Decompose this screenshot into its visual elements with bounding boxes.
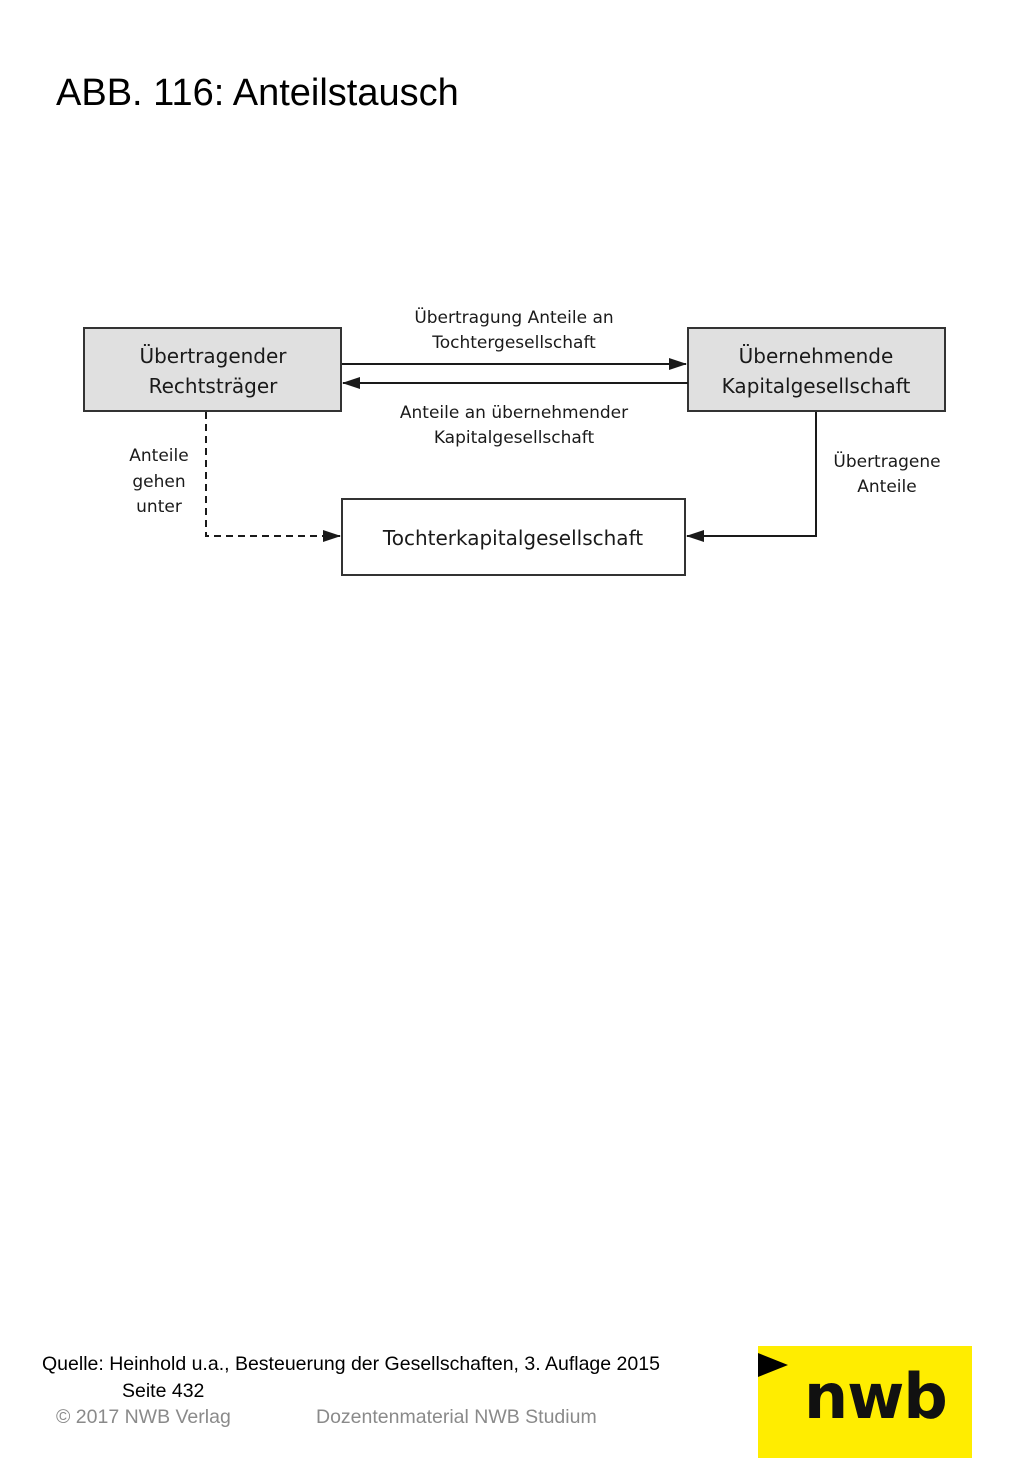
edge-dashed-anteile-gehen-unter <box>205 412 341 542</box>
node-tochterkapitalgesellschaft: Tochterkapitalgesellschaft <box>341 498 686 576</box>
node-bottom-label: Tochterkapitalgesellschaft <box>382 526 643 550</box>
edge-top-label-line1: Übertragung Anteile an <box>414 306 613 328</box>
logo-arrow-icon <box>758 1353 788 1377</box>
node-uebernehmende-kapitalgesellschaft: Übernehmende Kapitalgesellschaft <box>687 327 946 412</box>
node-uebertragender-rechtstraeger: Übertragender Rechtsträger <box>83 327 342 412</box>
edge-return-label-line2: Kapitalgesellschaft <box>434 428 595 448</box>
node-right-line1: Übernehmende <box>739 344 894 368</box>
source-citation: Quelle: Heinhold u.a., Besteuerung der G… <box>42 1351 660 1405</box>
edge-right-label-line2: Anteile <box>857 477 916 497</box>
source-line1: Quelle: Heinhold u.a., Besteuerung der G… <box>42 1353 660 1375</box>
nwb-logo-text: nwb <box>804 1360 948 1433</box>
edge-uebertragene-anteile <box>686 412 817 542</box>
footer-course: Dozentenmaterial NWB Studium <box>316 1406 597 1428</box>
edge-dashed-label-line2: gehen <box>132 472 185 492</box>
nwb-logo: nwb <box>758 1346 972 1458</box>
slide-title: ABB. 116: Anteilstausch <box>56 72 459 114</box>
edge-return-label-line1: Anteile an übernehmender <box>400 403 628 423</box>
edge-dashed-label-line1: Anteile <box>129 446 188 466</box>
node-left-line2: Rechtsträger <box>149 374 279 398</box>
edge-dashed-label-line3: unter <box>136 497 182 517</box>
edge-top-label-line2: Tochtergesellschaft <box>431 333 596 353</box>
edge-right-label-line1: Übertragene <box>833 450 940 472</box>
source-line2: Seite 432 <box>122 1380 205 1402</box>
footer-copyright: © 2017 NWB Verlag <box>56 1406 231 1428</box>
anteilstausch-diagram: Übertragender Rechtsträger Übernehmende … <box>83 306 946 576</box>
node-right-line2: Kapitalgesellschaft <box>722 374 911 398</box>
node-left-line1: Übertragender <box>139 344 287 368</box>
